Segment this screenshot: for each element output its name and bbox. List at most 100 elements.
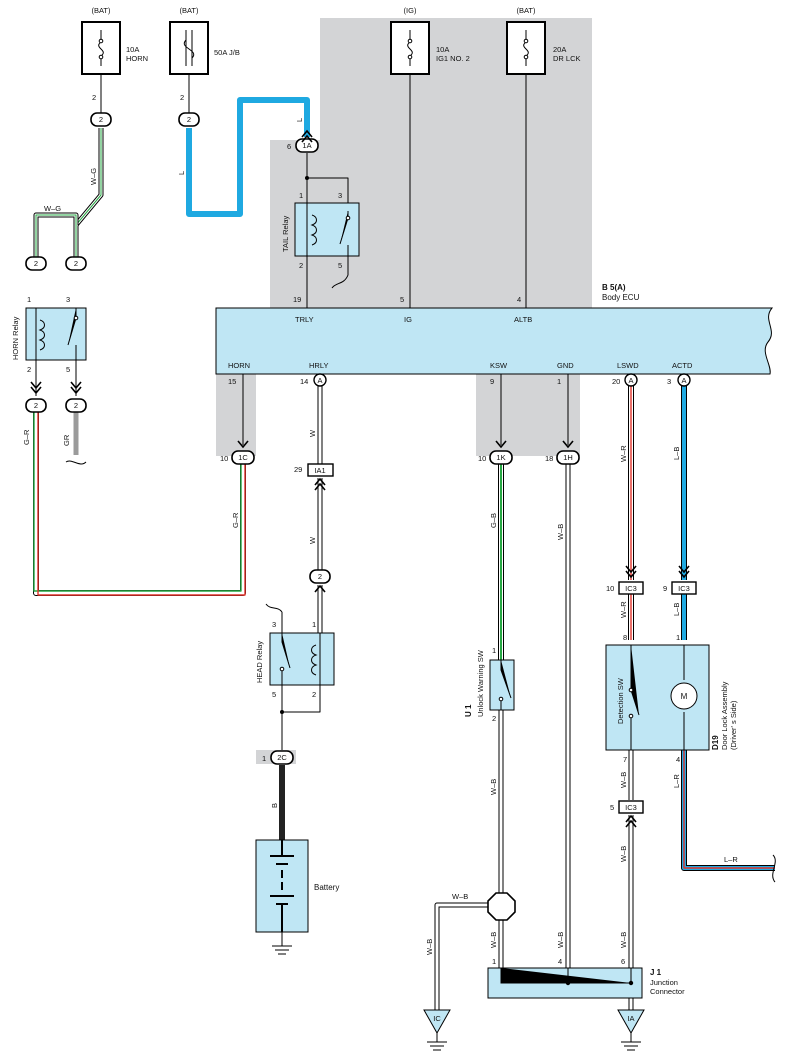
fuse-horn-pin: 2 [92,93,96,102]
detection-sw-label: Detection SW [616,677,625,724]
svg-text:A: A [317,376,322,385]
svg-text:HRLY: HRLY [309,361,328,370]
svg-text:GR: GR [62,434,71,446]
svg-text:Junction: Junction [650,978,678,987]
svg-text:19: 19 [293,295,301,304]
svg-text:L–R: L–R [724,855,738,864]
connector-jb-fuse: 2 [178,112,200,127]
connector-horn-fuse: 2 [90,112,112,127]
svg-text:IA: IA [627,1014,634,1023]
svg-text:9: 9 [663,584,667,593]
horn-relay-label: HORN Relay [11,316,20,360]
svg-text:2: 2 [492,714,496,723]
svg-text:10: 10 [478,454,486,463]
svg-text:1K: 1K [496,453,505,462]
svg-text:4: 4 [517,295,521,304]
svg-text:IC3: IC3 [625,584,637,593]
svg-text:W–B: W–B [489,779,498,795]
tail-relay-label: TAIL Relay [281,215,290,252]
wire-labels: W–G W–G L L G–R GR G–R W W G–B W–B W–R L… [22,118,738,955]
svg-text:3: 3 [338,191,342,200]
horn-relay: HORN Relay 1 3 2 5 [11,295,87,374]
svg-text:W–B: W–B [452,892,468,901]
connector-2-head: 2 [309,569,331,584]
svg-text:1: 1 [676,633,680,642]
svg-text:20: 20 [612,377,620,386]
svg-text:2C: 2C [277,753,287,762]
connector-1K: 10 1K [478,450,513,465]
wires [33,74,776,1010]
fuse-drlck-rating: 20A [553,45,566,54]
svg-text:1: 1 [299,191,303,200]
svg-text:1H: 1H [563,453,573,462]
junction-connector: 1 4 6 J 1 Junction Connector [487,957,685,999]
svg-text:W–B: W–B [556,932,565,948]
svg-text:Connector: Connector [650,987,685,996]
unlock-sw-name: Unlock Warning SW [476,649,485,717]
connector-1H: 18 1H [545,450,580,465]
svg-text:G–B: G–B [489,513,498,528]
fuse-horn-name: HORN [126,54,148,63]
battery-label: Battery [314,883,339,892]
svg-text:9: 9 [490,377,494,386]
svg-text:5: 5 [338,261,342,270]
svg-text:W–G: W–G [44,204,61,213]
svg-text:8: 8 [623,633,627,642]
fuse-jb-pin: 2 [180,93,184,102]
svg-text:1: 1 [312,620,316,629]
svg-text:W–G: W–G [89,168,98,185]
ground-ic: IC [423,1009,451,1051]
battery: Battery [255,839,339,955]
svg-text:HORN: HORN [228,361,250,370]
svg-text:2: 2 [34,259,38,268]
svg-text:IC3: IC3 [625,803,637,812]
svg-text:LSWD: LSWD [617,361,639,370]
unlock-warning-sw: 1 2 U 1 Unlock Warning SW [464,646,515,723]
connector-1A: 6 1A [287,138,319,153]
svg-text:7: 7 [623,755,627,764]
svg-text:ACTD: ACTD [672,361,693,370]
connector-horn-relay-a: 2 [25,256,47,271]
svg-text:15: 15 [228,377,236,386]
head-relay: HEAD Relay 3 1 5 2 [255,620,335,699]
svg-text:18: 18 [545,454,553,463]
svg-text:2: 2 [312,690,316,699]
svg-text:1A: 1A [302,141,311,150]
fuse-ig1-source: (IG) [404,6,417,15]
connector-IC3-c: 5 IC3 [610,800,644,814]
fuse-horn-rating: 10A [126,45,139,54]
svg-text:1: 1 [27,295,31,304]
unlock-sw-code: U 1 [464,704,473,717]
svg-text:A: A [628,376,633,385]
svg-text:2: 2 [318,572,322,581]
svg-text:2: 2 [34,401,38,410]
body-ecu-code: B 5(A) [602,283,626,292]
svg-text:1: 1 [557,377,561,386]
fuse-horn: (BAT) 10A HORN 2 [81,6,148,102]
svg-text:2: 2 [74,401,78,410]
motor-label: M [681,692,688,701]
fuse-ig1-rating: 10A [436,45,449,54]
body-ecu: B 5(A) Body ECU 19 TRLY 5 IG 4 ALTB HORN… [215,283,774,387]
svg-text:ALTB: ALTB [514,315,532,324]
svg-text:G–R: G–R [231,512,240,528]
body-ecu-name: Body ECU [602,293,640,302]
svg-text:2: 2 [27,365,31,374]
connector-horn-relay-d: 2 [65,398,87,413]
svg-text:L–B: L–B [672,603,681,616]
fuse-ig1-name: IG1 NO. 2 [436,54,470,63]
svg-text:W–R: W–R [619,601,628,618]
svg-text:B: B [270,803,279,808]
fuse-jb-source: (BAT) [179,6,199,15]
door-lock-assembly: M Detection SW 8 1 7 4 D19 Door Lock Ass… [605,633,738,764]
fuse-drlck-source: (BAT) [516,6,536,15]
svg-text:5: 5 [610,803,614,812]
fuse-jb-rating: 50A J/B [214,48,240,57]
svg-text:6: 6 [287,142,291,151]
